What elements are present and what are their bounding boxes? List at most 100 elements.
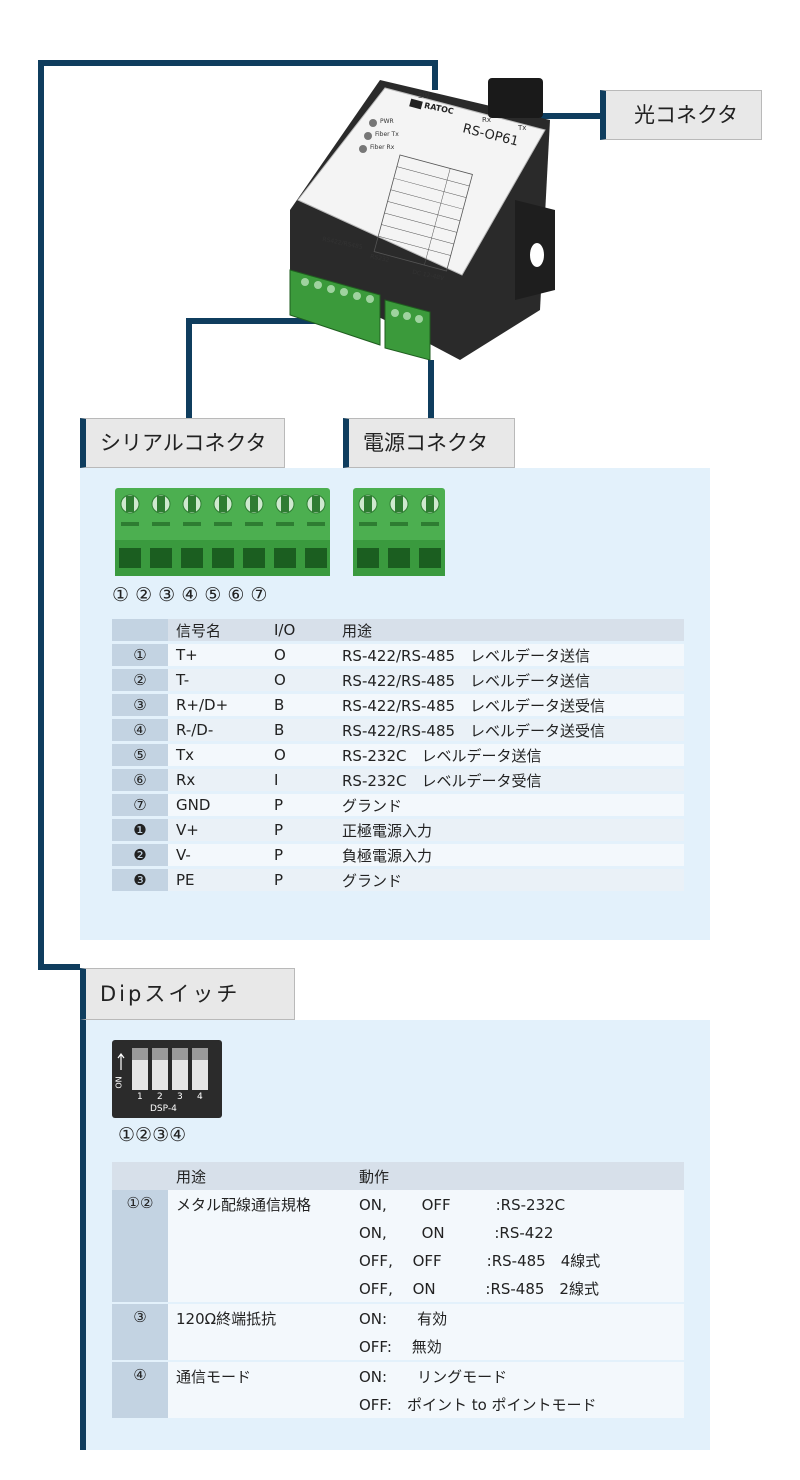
header-use: 用途 [334,619,684,641]
table-row: ④ 通信モード ON: リングモード [112,1360,684,1418]
row-signal-name: T+ [168,644,266,666]
table-row: OFF, OFF :RS-485 4線式 [112,1246,684,1274]
table-row: ① T+ O RS-422/RS-485 レベルデータ送信 [112,644,684,666]
dip-header-use: 用途 [168,1162,351,1190]
device-led-fiber-rx: Fiber Rx [370,144,395,151]
dip-pin-numbers: ①②③④ [118,1124,187,1146]
device-tx-label: Tx [518,124,527,132]
serial-terminal-block [115,488,330,576]
table-row: ⑦ GND P グランド [112,794,684,816]
dip-switch-number-4: 4 [197,1092,203,1102]
dip-panel-accent [80,1020,86,1450]
table-row: ② T- O RS-422/RS-485 レベルデータ送信 [112,669,684,691]
dip-row-num: ④ [112,1360,168,1418]
serial-connector-label: シリアルコネクタ [80,418,285,468]
dip-model-label: DSP-4 [150,1104,177,1114]
row-io: I [266,769,334,791]
row-io: P [266,794,334,816]
table-row: ④ R-/D- B RS-422/RS-485 レベルデータ送受信 [112,719,684,741]
row-io: P [266,869,334,891]
row-num: ⑦ [112,794,168,816]
table-row: OFF: 無効 [112,1332,684,1361]
device-led-pwr: PWR [380,118,394,125]
row-signal-name: T- [168,669,266,691]
header-signal-name: 信号名 [168,619,266,641]
row-use: 正極電源入力 [334,819,684,841]
table-row: OFF, ON :RS-485 2線式 [112,1274,684,1303]
connector-line-power-h [428,360,434,420]
connector-line-top [38,60,438,66]
row-num: ❶ [112,819,168,841]
row-signal-name: R+/D+ [168,694,266,716]
row-use: RS-232C レベルデータ受信 [334,769,684,791]
row-use: RS-422/RS-485 レベルデータ送受信 [334,694,684,716]
device-rx-label: Rx [482,116,492,124]
dip-switch-number-1: 1 [137,1092,143,1102]
row-signal-name: Tx [168,744,266,766]
table-row: ③ 120Ω終端抵抗 ON: 有効 [112,1302,684,1361]
row-io: P [266,819,334,841]
row-signal-name: V+ [168,819,266,841]
row-num: ❷ [112,844,168,866]
table-row: ①② メタル配線通信規格 ON, OFF :RS-232C [112,1190,684,1303]
row-signal-name: Rx [168,769,266,791]
dip-header-num [112,1162,168,1190]
dip-row-use: 通信モード [168,1360,351,1418]
connector-line-optical [540,113,602,119]
row-num: ① [112,644,168,666]
dip-switch-label: Dipスイッチ [80,968,295,1020]
serial-pin-numbers: ① ② ③ ④ ⑤ ⑥ ⑦ [112,584,268,606]
row-use: 負極電源入力 [334,844,684,866]
header-num [112,619,168,641]
row-use: グランド [334,794,684,816]
row-num: ③ [112,694,168,716]
dip-row-use: メタル配線通信規格 [168,1190,351,1303]
connector-line-serial-v [186,318,192,418]
row-use: RS-422/RS-485 レベルデータ送信 [334,644,684,666]
dip-switch-number-2: 2 [157,1092,163,1102]
device-image [289,78,555,361]
dip-header-action: 動作 [351,1162,684,1190]
row-signal-name: GND [168,794,266,816]
row-io: O [266,644,334,666]
row-num: ② [112,669,168,691]
row-signal-name: R-/D- [168,719,266,741]
signal-table: 信号名 I/O 用途 ① T+ O RS-422/RS-485 レベルデータ送信… [112,616,684,894]
dip-table-header: 用途 動作 [112,1162,684,1190]
dip-row-action: OFF: 無効 [351,1332,684,1361]
device-led-fiber-tx: Fiber Tx [375,131,399,138]
header-io: I/O [266,619,334,641]
row-io: O [266,669,334,691]
row-io: B [266,719,334,741]
table-row: ⑥ Rx I RS-232C レベルデータ受信 [112,769,684,791]
row-io: B [266,694,334,716]
dip-switch-number-3: 3 [177,1092,183,1102]
dip-row-num: ③ [112,1302,168,1361]
table-row: ❸ PE P グランド [112,869,684,891]
table-row: ❷ V- P 負極電源入力 [112,844,684,866]
power-connector-label: 電源コネクタ [343,418,515,468]
table-row: ON, ON :RS-422 [112,1218,684,1246]
dip-row-use: 120Ω終端抵抗 [168,1302,351,1361]
dip-row-action: OFF, ON :RS-485 2線式 [351,1274,684,1303]
connector-line-bottom-left [38,964,80,970]
dip-table: 用途 動作 ①② メタル配線通信規格 ON, OFF :RS-232C ON, … [112,1162,684,1418]
table-row: ⑤ Tx O RS-232C レベルデータ送信 [112,744,684,766]
connector-line-left [38,60,44,970]
dip-on-label: ON [114,1076,124,1089]
row-use: RS-422/RS-485 レベルデータ送受信 [334,719,684,741]
row-use: グランド [334,869,684,891]
row-num: ④ [112,719,168,741]
dip-row-num: ①② [112,1190,168,1303]
optical-connector-label: 光コネクタ [600,90,762,140]
row-signal-name: V- [168,844,266,866]
dip-row-action: ON: 有効 [351,1302,684,1332]
table-row: ❶ V+ P 正極電源入力 [112,819,684,841]
dip-row-action: ON: リングモード [351,1360,684,1390]
power-terminal-block [353,488,445,576]
row-num: ⑥ [112,769,168,791]
row-io: P [266,844,334,866]
dip-row-action: OFF, OFF :RS-485 4線式 [351,1246,684,1274]
connector-line-sw-down [432,60,438,90]
row-num: ⑤ [112,744,168,766]
